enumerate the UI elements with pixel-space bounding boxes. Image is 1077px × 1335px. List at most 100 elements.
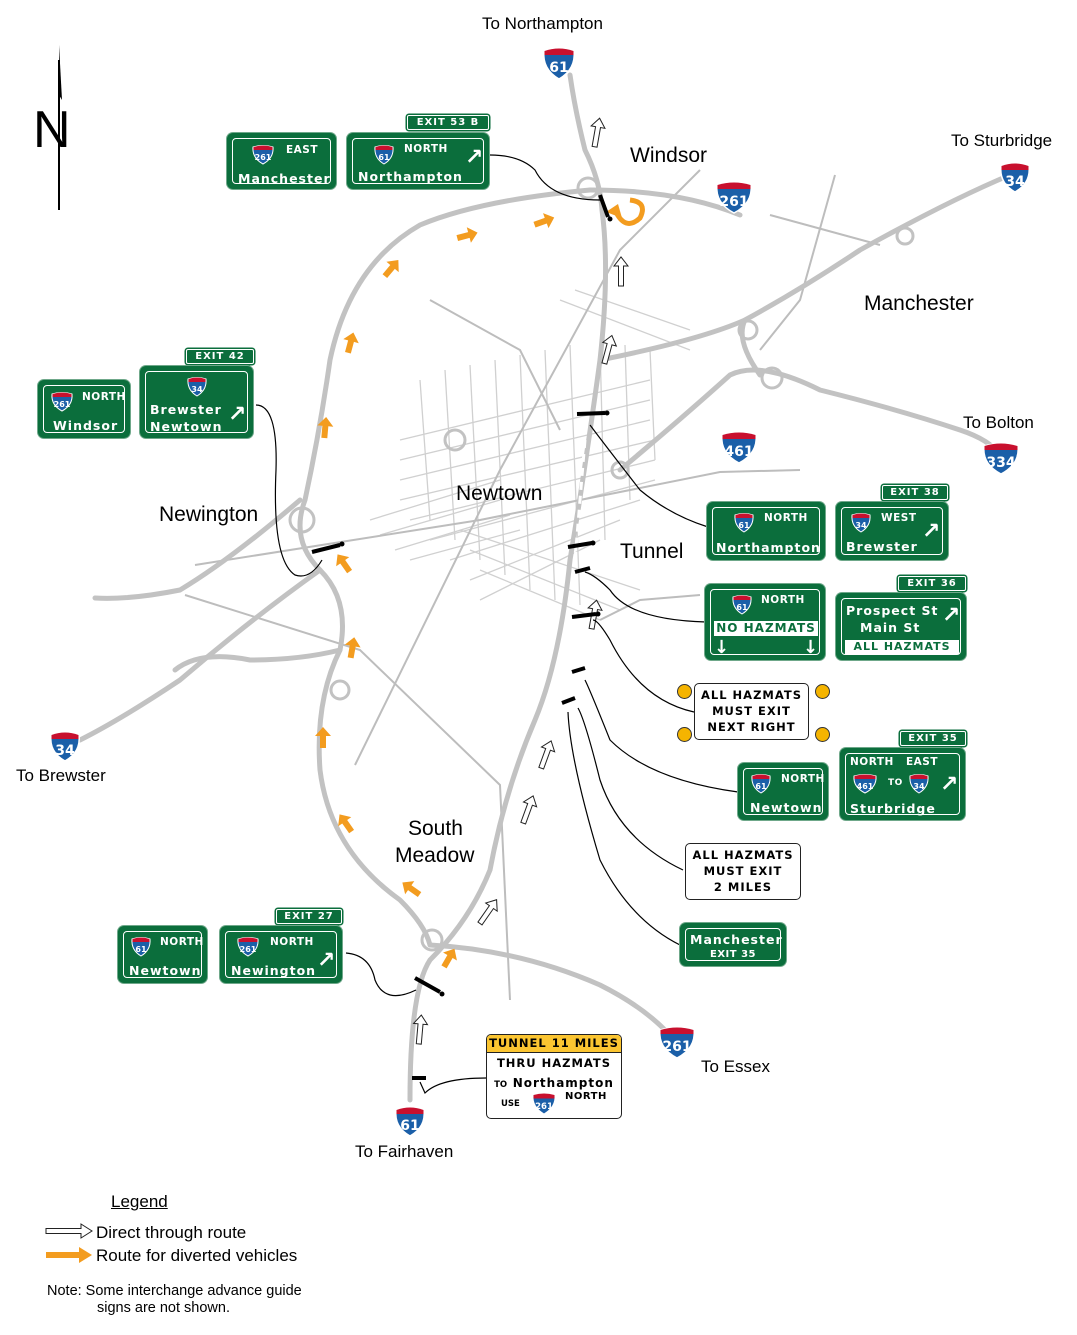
svg-text:261: 261 — [54, 400, 71, 409]
legend-direct-label: Direct through route — [96, 1223, 247, 1242]
street-grid — [369, 289, 691, 621]
direct-route-arrows — [412, 117, 630, 1045]
all-hazmats-panel: ALL HAZMATS — [845, 640, 959, 654]
diverted-arrow-icon — [336, 554, 353, 574]
shield-61-icon: 61 — [734, 513, 754, 533]
diverted-arrow-icon — [343, 332, 359, 354]
sign-destination: Northampton — [716, 540, 821, 555]
legend-diverted-label: Route for diverted vehicles — [96, 1246, 298, 1265]
shield-261-icon: 261 — [252, 145, 274, 165]
sign-destination: Windsor — [53, 418, 119, 433]
sign-line-2: MUST EXIT — [712, 704, 791, 718]
sign-marker — [576, 411, 606, 416]
sign-direction: NORTH — [404, 143, 448, 155]
diverted-arrow-icon — [344, 637, 361, 659]
guide-sign-61-north-newtown: 61 NORTH Newtown — [738, 763, 828, 820]
diverted-arrow-icon — [441, 948, 457, 969]
diverted-arrow-icon — [456, 227, 478, 243]
direct-arrow-icon — [412, 1014, 429, 1045]
legend-direct-arrow-icon — [45, 1223, 93, 1239]
tunnel-distance: TUNNEL 11 MILES — [489, 1036, 619, 1050]
guide-sign-61-north-northampton: 61 NORTH Northampton — [707, 502, 825, 560]
exit-tab-36: EXIT 36 — [898, 576, 966, 591]
interstate-shield-261-essex: 261 — [656, 1022, 698, 1060]
tunnel-sign-use: USE — [501, 1099, 520, 1109]
tunnel-sign-line-2: TO Northampton — [487, 1072, 621, 1091]
tunnel-sign-line-1: THRU HAZMATS — [496, 1056, 612, 1070]
sign-exit-number: EXIT 35 — [710, 949, 756, 960]
sign-direction: NORTH — [764, 512, 808, 524]
flashing-beacon-icon — [815, 727, 830, 742]
destination-fairhaven: To Fairhaven — [355, 1142, 454, 1161]
direct-arrow-icon — [601, 334, 618, 365]
place-manchester: Manchester — [864, 292, 974, 315]
shield-61-icon: 61 — [374, 145, 394, 165]
svg-text:261: 261 — [255, 153, 272, 162]
flashing-beacon-icon — [677, 684, 692, 699]
shield-number: 61 — [400, 1118, 419, 1134]
interchange-loops — [288, 176, 915, 952]
sign-direction: EAST — [286, 144, 319, 156]
tunnel-hazmat-route-sign: TUNNEL 11 MILES THRU HAZMATS TO Northamp… — [486, 1034, 622, 1119]
sign-destination: Newtown — [750, 800, 823, 815]
sign-direction: NORTH — [781, 773, 825, 785]
svg-text:61: 61 — [755, 782, 767, 791]
destination-essex: To Essex — [701, 1057, 770, 1076]
shield-number: 261 — [662, 1039, 691, 1055]
shield-261-icon: 261 — [51, 392, 73, 412]
diverted-route-arrows — [315, 197, 645, 969]
direct-arrow-icon — [520, 795, 538, 825]
shield-number: 61 — [549, 60, 568, 76]
down-arrow-icon: ↓ — [803, 637, 819, 658]
legend-title: Legend — [111, 1192, 168, 1211]
exit-tab-27: EXIT 27 — [276, 909, 342, 924]
sign-destination: NO HAZMATS — [716, 621, 816, 635]
sign-destination-3: ALL HAZMATS — [853, 640, 951, 653]
sign-destination-1: Brewster — [150, 402, 222, 417]
direct-arrow-icon — [612, 256, 630, 287]
place-newington: Newington — [159, 503, 259, 526]
interstate-shield-334: 334 — [980, 438, 1022, 476]
guide-sign-261-east-manchester: 261 EAST Manchester — [227, 133, 336, 189]
tunnel-sign-dir: NORTH — [565, 1091, 607, 1102]
place-south-meadow-line2: Meadow — [395, 844, 475, 867]
sign-marker — [311, 543, 341, 554]
shield-34-icon: 34 — [909, 774, 929, 794]
flashing-beacon-icon — [677, 727, 692, 742]
sign-destination: Newtown — [129, 963, 202, 978]
sign-marker — [561, 696, 576, 705]
down-arrow-icon: ↓ — [714, 637, 730, 658]
no-hazmats-panel: NO HAZMATS — [714, 621, 818, 636]
sign-destination: Manchester — [238, 171, 331, 186]
guide-sign-61-north-no-hazmats: 61 NORTH NO HAZMATS ↓ ↓ — [705, 584, 825, 660]
sign-direction: NORTH — [160, 936, 204, 948]
sign-destination: Northampton — [358, 169, 463, 184]
destination-sturbridge: To Sturbridge — [951, 131, 1053, 150]
guide-sign-manchester-exit35: Manchester EXIT 35 — [680, 923, 786, 966]
diverted-arrow-icon — [533, 213, 555, 229]
shield-number: 334 — [986, 455, 1015, 471]
tunnel-segment — [573, 439, 587, 561]
exit-tab-38: EXIT 38 — [882, 485, 948, 500]
tunnel-sign-header: TUNNEL 11 MILES — [487, 1035, 621, 1053]
sign-direction: NORTH — [761, 594, 805, 606]
legend-diverted-arrow-icon — [46, 1247, 92, 1263]
place-tunnel: Tunnel — [620, 540, 684, 563]
shield-number: 461 — [724, 444, 753, 460]
sign-marker — [571, 666, 586, 674]
shield-number: 261 — [719, 194, 748, 210]
place-windsor: Windsor — [630, 144, 708, 167]
svg-text:61: 61 — [738, 521, 750, 530]
destination-northampton: To Northampton — [482, 14, 603, 33]
exit-arrow-icon: ↗ — [317, 948, 336, 973]
svg-text:261: 261 — [240, 945, 257, 954]
shield-number: 34 — [55, 743, 75, 759]
sign-line-3: 2 MILES — [713, 880, 773, 894]
interstate-shield-61-bottom: 61 — [392, 1102, 428, 1138]
diverted-arrow-icon — [317, 417, 334, 439]
shield-34-icon: 34 — [187, 377, 207, 397]
direct-arrow-icon — [477, 899, 498, 926]
sign-destination: Sturbridge — [850, 801, 936, 816]
interstate-shield-34-brewster: 34 — [47, 727, 83, 763]
